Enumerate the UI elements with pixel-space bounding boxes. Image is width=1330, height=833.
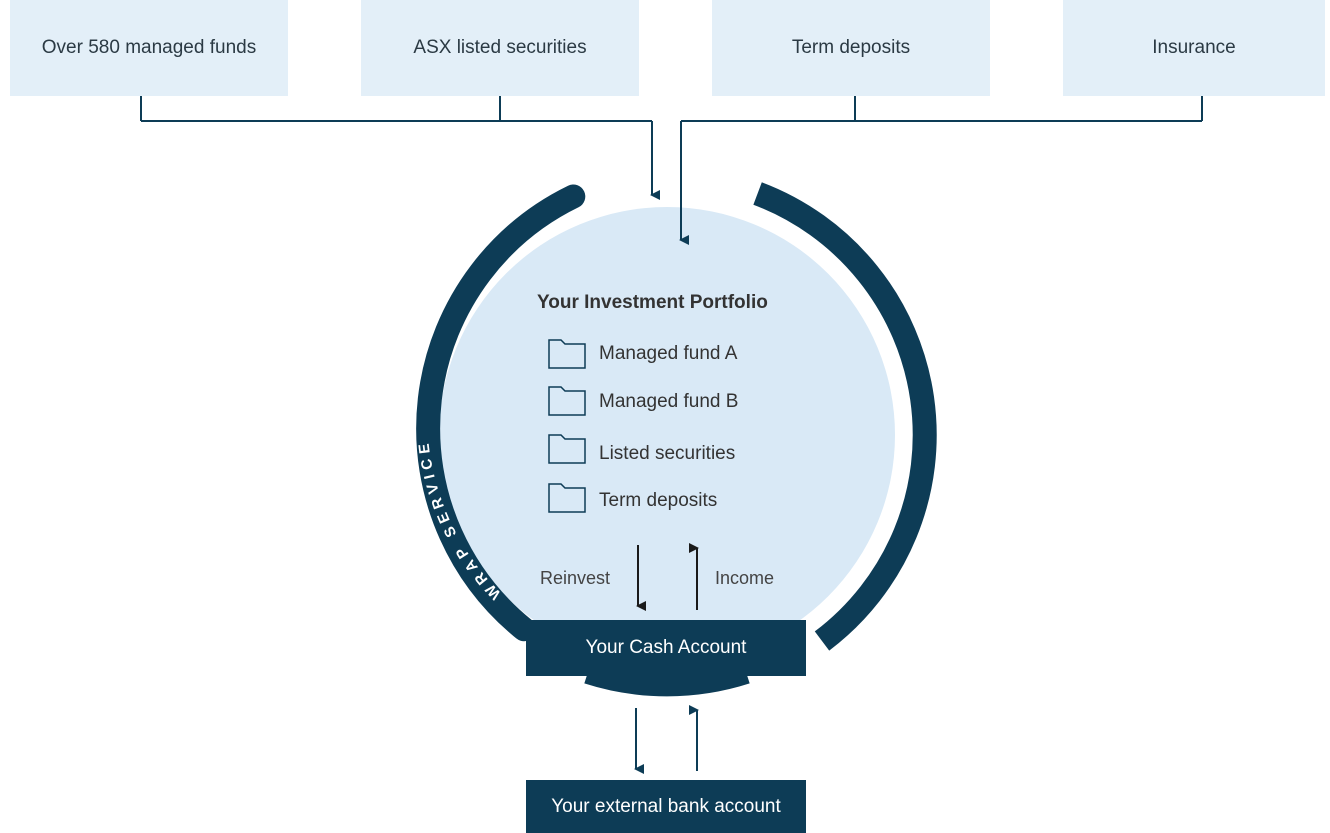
- bank-account-box: Your external bank account: [526, 780, 806, 833]
- connector-right: [679, 96, 1203, 245]
- source-box-term-deposits: Term deposits: [712, 0, 990, 96]
- wrap-ring-left: [416, 184, 586, 642]
- folder-icon: [548, 434, 586, 464]
- folder-icon: [548, 386, 586, 416]
- source-box-managed-funds: Over 580 managed funds: [10, 0, 288, 96]
- source-box-insurance: Insurance: [1063, 0, 1325, 96]
- portfolio-item-listed-securities: Listed securities: [599, 443, 736, 464]
- wrap-ring-bottom: [584, 660, 750, 697]
- portfolio-title: Your Investment Portfolio: [537, 292, 768, 313]
- portfolio-item-term-deposits: Term deposits: [599, 490, 718, 511]
- portfolio-circle: [439, 207, 895, 663]
- portfolio-item-managed-fund-b: Managed fund B: [599, 391, 739, 412]
- cash-account-box: Your Cash Account: [526, 620, 806, 676]
- reinvest-label: Reinvest: [540, 568, 611, 588]
- folder-icon: [548, 483, 586, 513]
- connector-left: [140, 96, 660, 200]
- income-label: Income: [715, 568, 775, 588]
- portfolio-item-managed-fund-a: Managed fund A: [599, 343, 738, 364]
- source-box-asx-securities: ASX listed securities: [361, 0, 639, 96]
- wrap-ring-right: [753, 182, 937, 651]
- folder-icon: [548, 339, 586, 369]
